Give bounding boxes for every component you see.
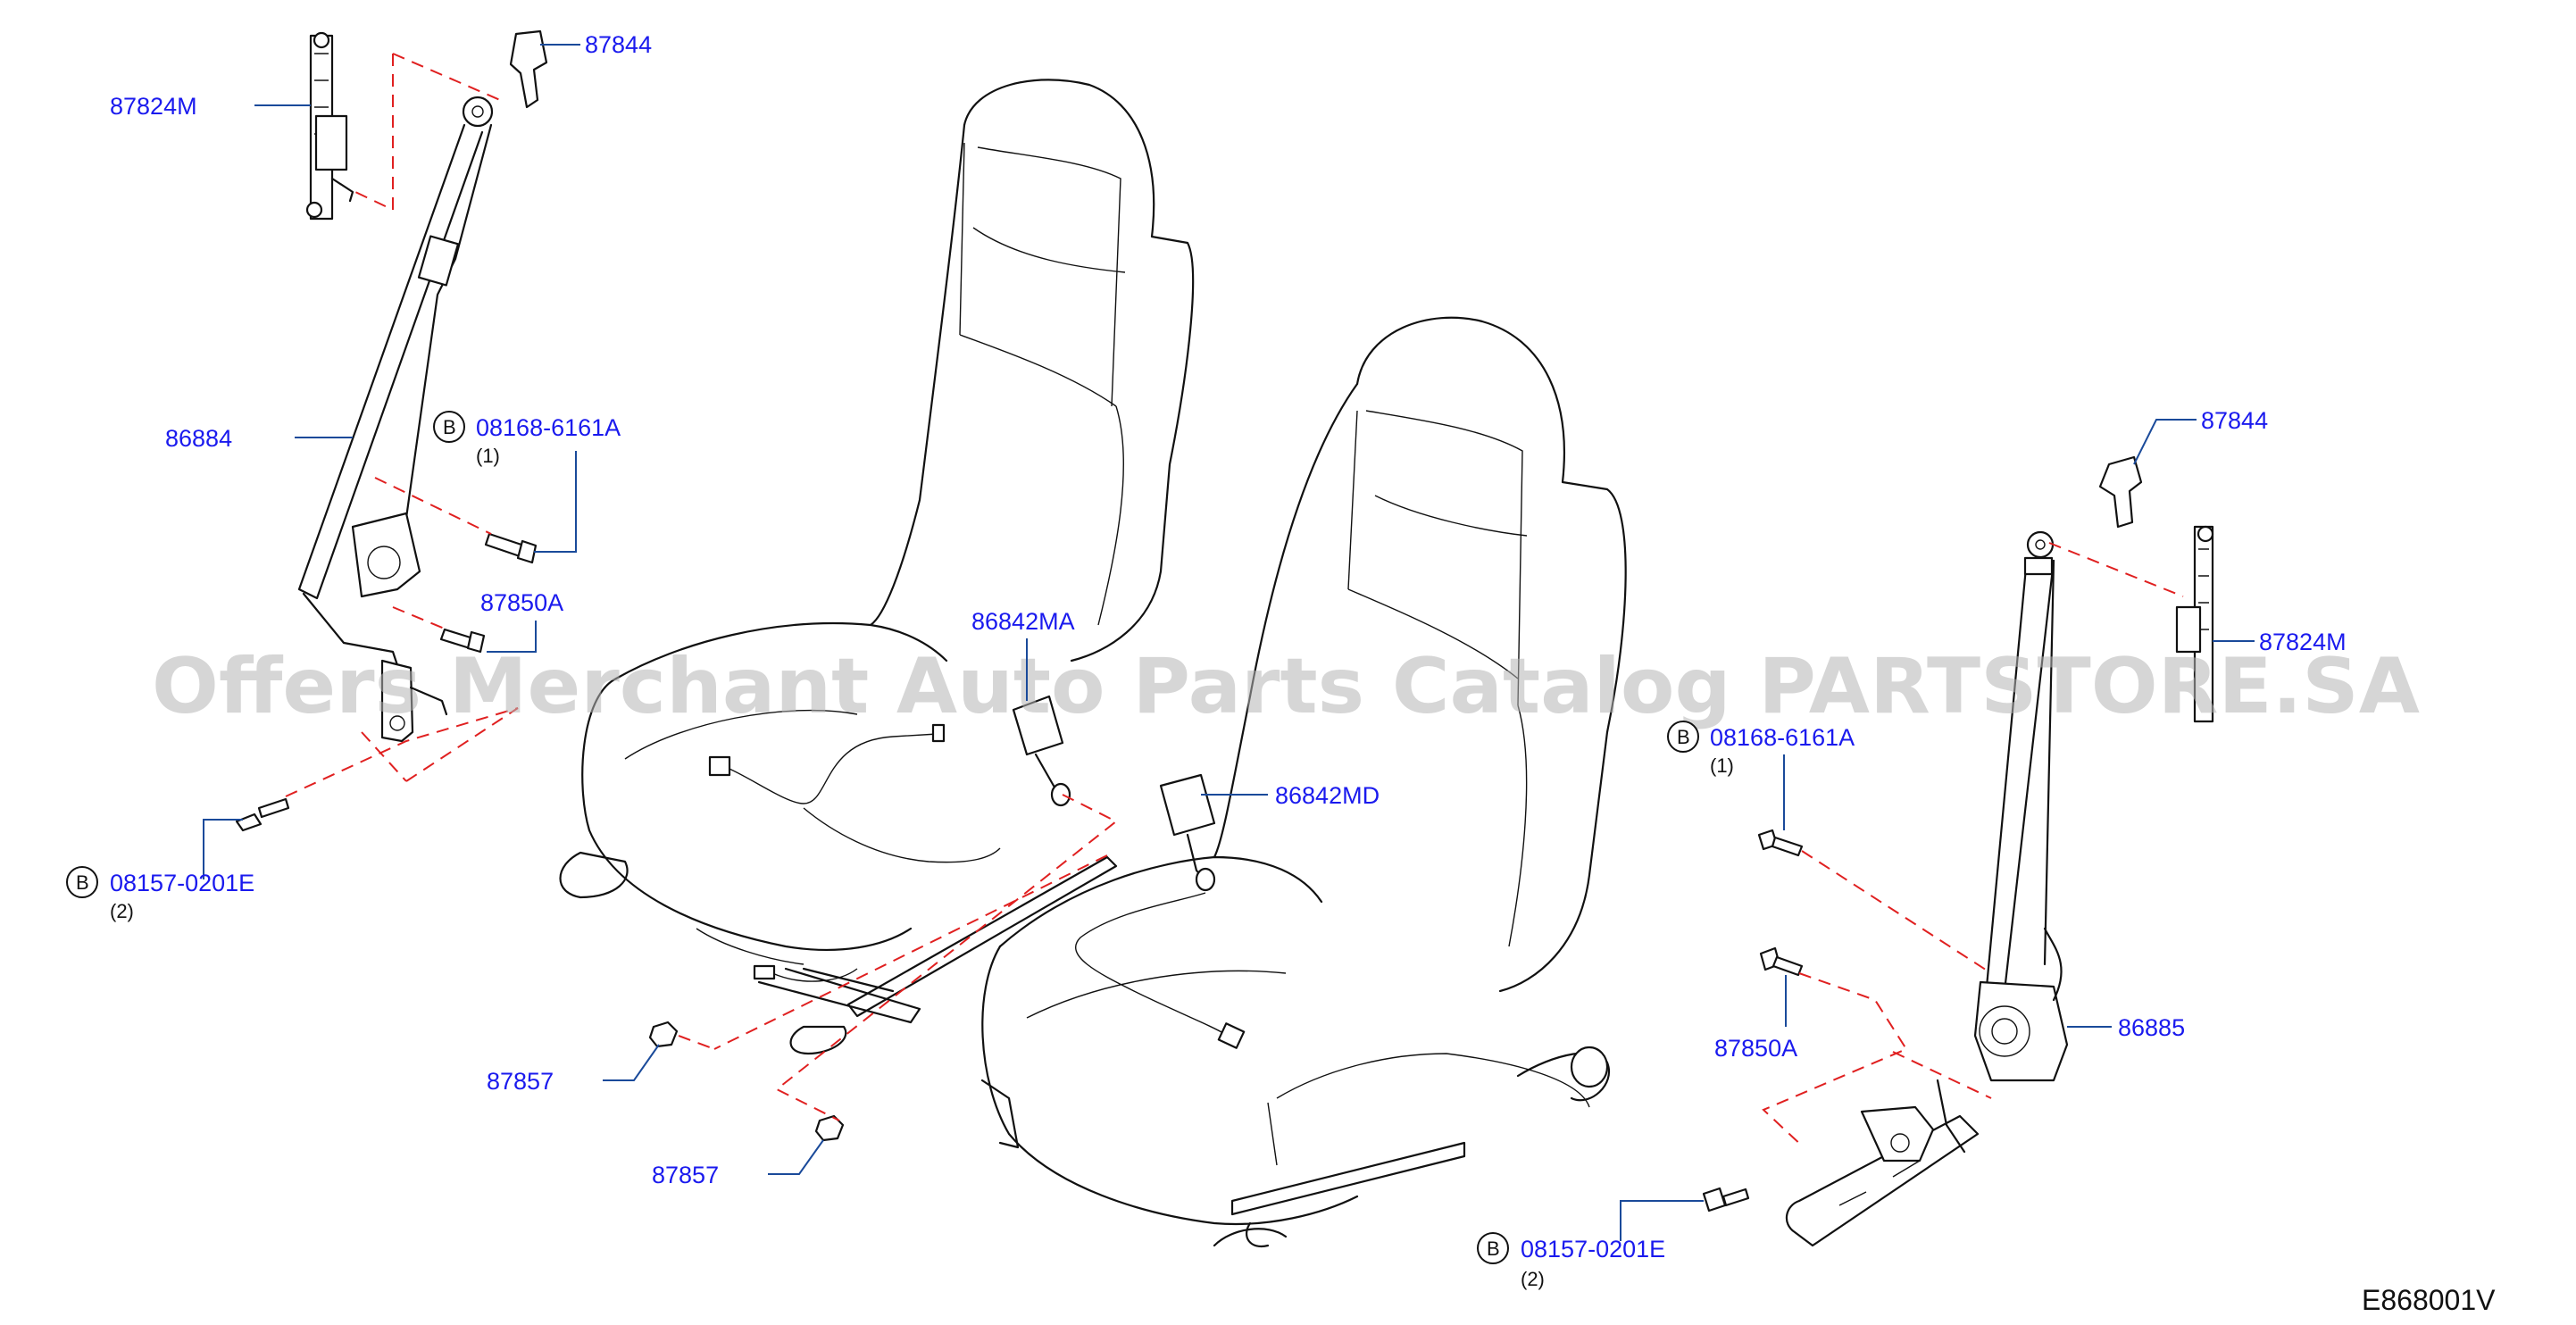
bolt-08157-left [235, 797, 290, 832]
part-label[interactable]: 87824M [110, 93, 197, 120]
callout-08157-0201E-left[interactable]: B 08157-0201E (2) [66, 819, 254, 922]
bolt-marker-icon [1477, 1232, 1509, 1264]
part-label[interactable]: 87857 [652, 1162, 719, 1188]
callout-87850A-left[interactable]: 87850A [480, 589, 563, 653]
callout-86842MD[interactable]: 86842MD [1201, 782, 1380, 809]
guide-87844-right [2098, 455, 2143, 529]
watermark-text: Offers Merchant Auto Parts Catalog PARTS… [152, 642, 2420, 731]
bolt-08168-right [1757, 829, 1804, 857]
callout-86842MA[interactable]: 86842MA [971, 608, 1075, 701]
part-label[interactable]: 86842MD [1275, 782, 1380, 809]
part-label[interactable]: 87857 [487, 1068, 554, 1095]
bolt-marker-icon [66, 866, 98, 898]
belt-86884 [297, 96, 494, 743]
callout-08168-6161A-right[interactable]: B 08168-6161A (1) [1667, 721, 1855, 830]
callout-87850A-right[interactable]: 87850A [1714, 975, 1797, 1062]
nut-87857-a [648, 1021, 679, 1048]
part-label[interactable]: 87850A [480, 589, 563, 616]
bolt-08157-right [1702, 1187, 1750, 1212]
callout-87857-b[interactable]: 87857 [652, 1139, 824, 1188]
part-label[interactable]: 08157-0201E [1521, 1236, 1665, 1262]
adjuster-87824M-left [305, 31, 354, 221]
part-label[interactable]: 08168-6161A [1710, 724, 1855, 751]
callout-86885[interactable]: 86885 [2067, 1014, 2185, 1041]
quantity-label: (1) [1710, 754, 1734, 777]
bolt-87850A-left [439, 628, 486, 654]
part-label[interactable]: 86884 [165, 425, 232, 452]
bolt-08168-left [484, 532, 538, 564]
buckle-86842MA [1012, 695, 1071, 807]
callout-08157-0201E-right[interactable]: B 08157-0201E (2) [1477, 1200, 1704, 1290]
adjuster-87824M-right [2175, 525, 2214, 723]
bolt-marker-icon [433, 411, 465, 443]
belt-86885 [1785, 530, 2069, 1247]
part-label[interactable]: 86885 [2118, 1014, 2185, 1041]
part-label[interactable]: 08168-6161A [476, 414, 621, 441]
callout-87824M-left[interactable]: 87824M [110, 93, 311, 120]
quantity-label: (2) [110, 900, 134, 922]
bolt-marker-text: B [1677, 726, 1690, 748]
part-label[interactable]: 86842MA [971, 608, 1075, 635]
part-label[interactable]: 08157-0201E [110, 870, 254, 896]
seat-front-right [789, 316, 1627, 1248]
part-label[interactable]: 87824M [2259, 629, 2347, 655]
part-label[interactable]: 87850A [1714, 1035, 1797, 1062]
bolt-marker-text: B [1487, 1238, 1500, 1260]
bolt-marker-icon [1667, 721, 1699, 753]
part-label[interactable]: 87844 [2201, 407, 2268, 434]
bolt-marker-text: B [76, 871, 89, 894]
assembly-lines [285, 53, 2184, 1148]
seat-rear-left [559, 79, 1195, 1024]
bolt-87850A-right [1759, 946, 1804, 977]
nut-87857-b [814, 1114, 845, 1142]
quantity-label: (2) [1521, 1268, 1545, 1290]
buckle-86842MD [1159, 773, 1216, 892]
part-label[interactable]: 87844 [585, 31, 652, 58]
callout-08168-6161A-left[interactable]: B 08168-6161A (1) [433, 411, 621, 553]
callout-87857-a[interactable]: 87857 [487, 1044, 660, 1095]
diagram-reference-code: E868001V [2362, 1284, 2496, 1316]
callout-87844-right[interactable]: 87844 [2133, 407, 2268, 465]
callout-86884[interactable]: 86884 [165, 425, 353, 452]
bolt-marker-text: B [443, 416, 456, 438]
callout-87824M-right[interactable]: 87824M [2213, 629, 2347, 655]
guide-87844-left [509, 29, 548, 109]
callout-87844-left[interactable]: 87844 [540, 31, 652, 58]
quantity-label: (1) [476, 445, 500, 467]
